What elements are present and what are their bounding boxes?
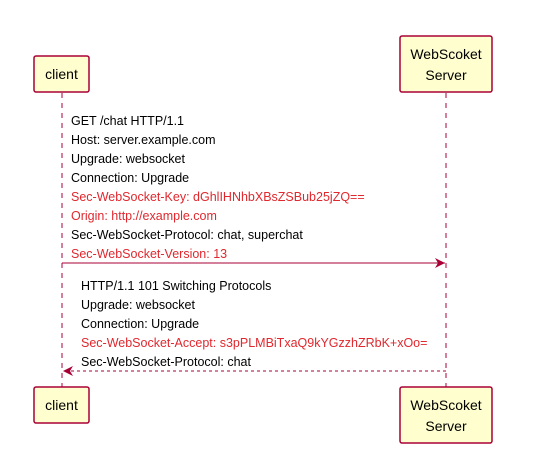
client-top-label: client [45, 66, 78, 82]
request-line: Connection: Upgrade [71, 171, 189, 185]
request-line: Sec-WebSocket-Key: dGhlIHNhbXBsZSBub25jZ… [71, 190, 365, 204]
client-bottom-label: client [45, 397, 78, 413]
request-line: GET /chat HTTP/1.1 [71, 114, 184, 128]
response-message: HTTP/1.1 101 Switching Protocols Upgrade… [63, 279, 446, 376]
server-bottom-label-line1: WebScoket [410, 397, 481, 413]
request-text-block: GET /chat HTTP/1.1 Host: server.example.… [71, 114, 365, 261]
server-participant-bottom: WebScoket Server [399, 386, 493, 444]
client-participant-top: client [33, 55, 90, 93]
response-line: Sec-WebSocket-Accept: s3pPLMBiTxaQ9kYGzz… [81, 336, 427, 350]
response-line: HTTP/1.1 101 Switching Protocols [81, 279, 271, 293]
request-line: Upgrade: websocket [71, 152, 185, 166]
response-line: Upgrade: websocket [81, 298, 195, 312]
server-top-label-line1: WebScoket [410, 46, 481, 62]
response-line: Sec-WebSocket-Protocol: chat [81, 355, 252, 369]
server-top-label-line2: Server [425, 67, 467, 83]
request-line: Origin: http://example.com [71, 209, 217, 223]
request-line: Host: server.example.com [71, 133, 216, 147]
response-line: Connection: Upgrade [81, 317, 199, 331]
client-participant-bottom: client [33, 386, 90, 424]
response-text-block: HTTP/1.1 101 Switching Protocols Upgrade… [81, 279, 427, 369]
server-participant-top: WebScoket Server [399, 35, 493, 93]
request-message: GET /chat HTTP/1.1 Host: server.example.… [62, 114, 445, 268]
request-line: Sec-WebSocket-Version: 13 [71, 247, 227, 261]
request-line: Sec-WebSocket-Protocol: chat, superchat [71, 228, 303, 242]
server-bottom-label-line2: Server [425, 418, 467, 434]
